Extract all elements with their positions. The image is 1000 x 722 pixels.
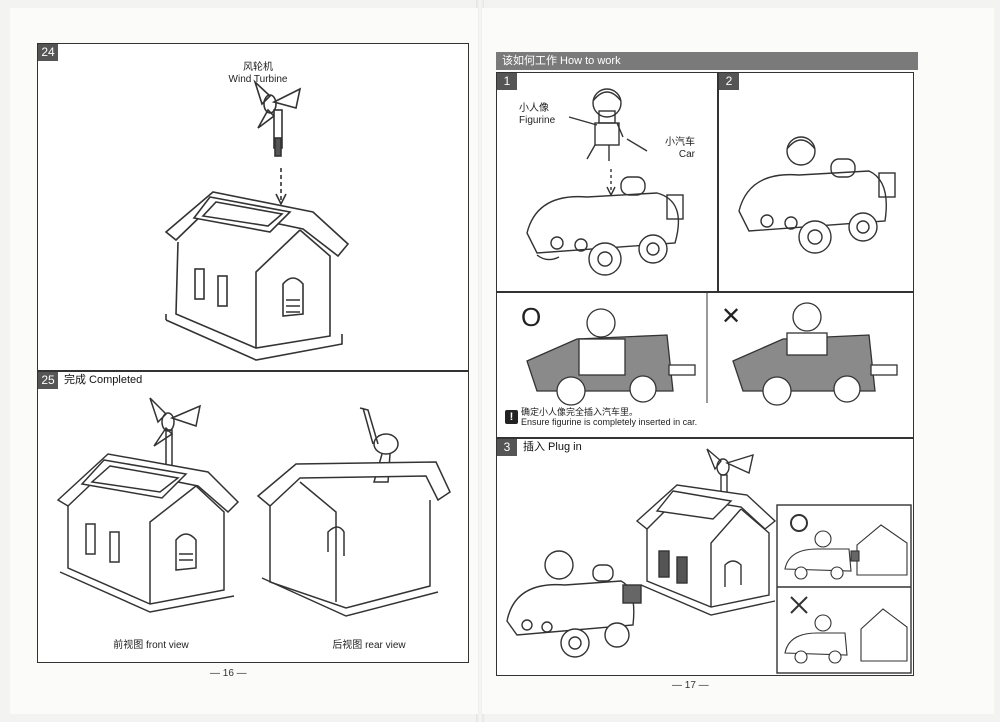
section-header: 该如何工作 How to work xyxy=(496,52,918,70)
insertion-check-panel: O ✕ ! 确定小人像完全插入汽车里。 Ensure figurine xyxy=(496,292,914,438)
left-page: 24 风轮机 Wind Turbine xyxy=(10,8,478,714)
step-number: 25 xyxy=(38,372,58,389)
rear-view-label: 后视图 rear view xyxy=(332,640,406,651)
house-with-turbine-illustration xyxy=(164,79,350,361)
page-number: — 16 — xyxy=(210,668,247,679)
step-24-panel: 24 风轮机 Wind Turbine xyxy=(37,43,469,371)
correct-symbol: O xyxy=(521,302,542,332)
step-title: 完成 Completed xyxy=(64,374,143,386)
step-3-panel: 3 插入 Plug in xyxy=(496,438,914,676)
step-2-panel: 2 xyxy=(718,72,914,292)
correct-incorrect-comparison-illustration xyxy=(526,293,898,406)
label-en: Wind Turbine xyxy=(228,74,288,85)
plug-in-illustration xyxy=(506,448,912,674)
front-view-label: 前视图 front view xyxy=(113,640,189,651)
figurine-in-car-illustration xyxy=(738,136,896,254)
step-1-panel: 1 小人像 Figurine 小汽车 Car xyxy=(496,72,718,292)
label-cn: 小汽车 xyxy=(665,137,695,148)
wrong-symbol: ✕ xyxy=(721,303,742,330)
step-number: 1 xyxy=(497,73,517,90)
note-en: Ensure figurine is completely inserted i… xyxy=(521,417,698,427)
label-cn: 小人像 xyxy=(519,103,549,114)
car-label: 小汽车 Car xyxy=(649,137,695,161)
figurine-and-car-illustration xyxy=(526,88,684,276)
book-gutter xyxy=(476,0,484,722)
step-25-panel: 25 完成 Completed xyxy=(37,371,469,663)
label-en: Figurine xyxy=(519,115,556,126)
label-en: Car xyxy=(678,149,695,160)
step-number: 3 xyxy=(497,439,517,456)
step-title: 插入 Plug in xyxy=(523,441,582,453)
completed-house-illustrations xyxy=(56,397,451,617)
step-number: 24 xyxy=(38,44,58,61)
wind-turbine-label: 风轮机 Wind Turbine xyxy=(208,62,308,86)
warning-icon: ! xyxy=(505,410,518,424)
right-page: 该如何工作 How to work 1 小人像 Figurine 小汽车 Car xyxy=(482,8,994,714)
step-number: 2 xyxy=(719,73,739,90)
page-number: — 17 — xyxy=(672,680,709,691)
label-cn: 风轮机 xyxy=(243,62,273,73)
figurine-label: 小人像 Figurine xyxy=(519,103,569,127)
note-cn: 确定小人像完全插入汽车里。 xyxy=(521,407,639,417)
insertion-note: 确定小人像完全插入汽车里。 Ensure figurine is complet… xyxy=(521,407,697,427)
